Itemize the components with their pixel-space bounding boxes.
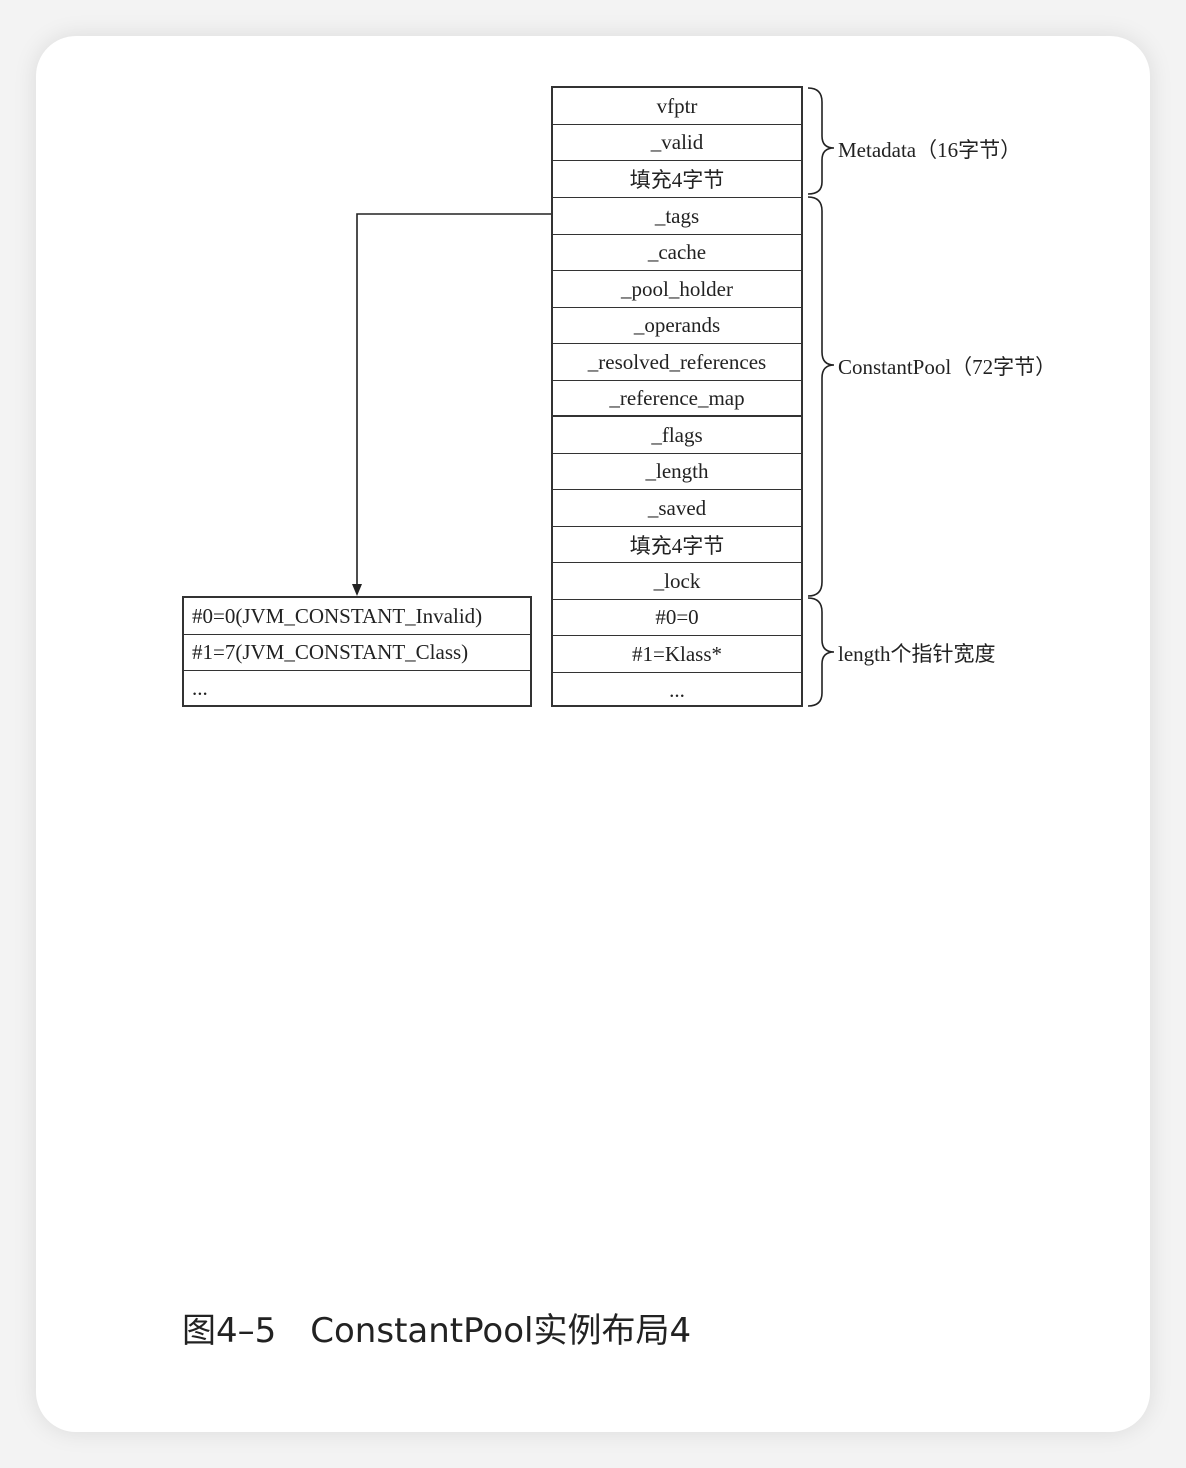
field-padding-1: 填充4字节	[553, 161, 801, 198]
field-length: _length	[553, 454, 801, 490]
field-valid: _valid	[553, 125, 801, 161]
pointer-brace	[807, 597, 835, 707]
field-pool-holder: _pool_holder	[553, 271, 801, 308]
figure-caption: 图4–5 ConstantPool实例布局4	[182, 1311, 692, 1351]
tag-entry-1: #1=7(JVM_CONSTANT_Class)	[184, 635, 530, 671]
field-tags: _tags	[553, 198, 801, 235]
field-padding-2: 填充4字节	[553, 527, 801, 563]
arrow-head	[352, 584, 362, 596]
field-flags: _flags	[553, 417, 801, 454]
field-vfptr: vfptr	[553, 88, 801, 125]
constantpool-brace	[807, 196, 835, 597]
slot-1: #1=Klass*	[553, 636, 801, 673]
field-resolved-references: _resolved_references	[553, 344, 801, 381]
tag-entry-0: #0=0(JVM_CONSTANT_Invalid)	[184, 598, 530, 635]
slot-more: ...	[669, 677, 685, 702]
field-operands: _operands	[553, 308, 801, 344]
field-lock: _lock	[553, 563, 801, 600]
field-reference-map: _reference_map	[553, 381, 801, 417]
field-cache: _cache	[553, 235, 801, 271]
slot-0: #0=0	[553, 600, 801, 636]
tag-entry-more: ...	[192, 675, 208, 700]
constantpool-label: ConstantPool（72字节）	[838, 355, 1057, 379]
tags-pointer-arrow	[356, 213, 551, 588]
tags-array-column: #0=0(JVM_CONSTANT_Invalid) #1=7(JVM_CONS…	[182, 596, 532, 707]
metadata-label: Metadata（16字节）	[838, 138, 1022, 162]
memory-layout-column: vfptr _valid 填充4字节 _tags _cache _pool_ho…	[551, 86, 803, 707]
pointer-width-label: length个指针宽度	[838, 642, 996, 666]
metadata-brace	[807, 87, 835, 195]
field-saved: _saved	[553, 490, 801, 527]
